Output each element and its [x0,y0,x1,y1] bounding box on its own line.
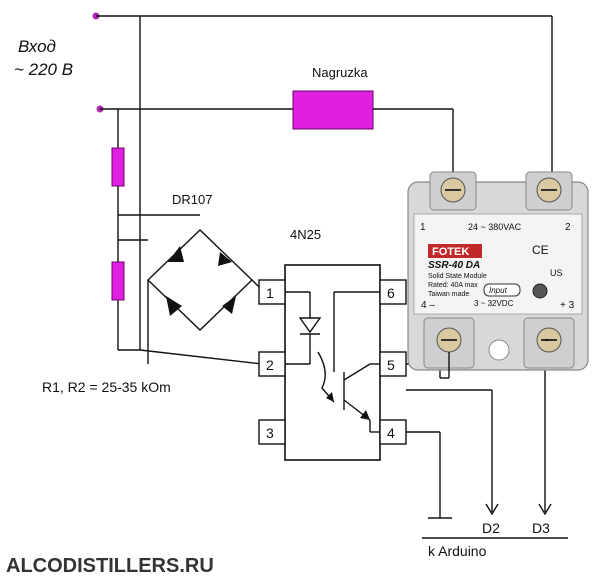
resistor-values-label: R1, R2 = 25-35 kOm [42,379,171,395]
site-watermark: ALCODISTILLERS.RU [6,555,214,577]
opto-pin-4-label: 4 [387,425,395,441]
transistor-arrow-icon [360,410,370,420]
resistor-r2 [111,261,125,301]
relay-model: SSR-40 DA [428,260,480,271]
relay-term3-label: + 3 [560,300,575,311]
diode-3-icon [166,296,182,316]
light-arrowhead [326,392,334,402]
relay-us-mark: US [550,268,563,278]
load-resistor [292,90,374,130]
d2-arrow-icon [485,503,499,516]
relay-input-label: Input [489,286,508,295]
optocoupler-body [284,264,381,461]
opto-pin-2 [258,351,286,377]
opto-pin-1-label: 1 [266,285,274,301]
opto-pin-6-label: 6 [387,285,395,301]
relay-ce-mark: CE [532,243,549,257]
relay-term4-label: 4 – [421,300,435,311]
resistor-r1 [111,147,125,187]
opto-pin-2-label: 2 [266,357,274,373]
diode-bridge [146,229,254,331]
relay-input-box [483,283,521,297]
input-label: Вход [18,37,56,56]
opto-pin-3 [258,419,286,445]
relay-ac-range: 24 ~ 380VAC [468,222,522,232]
diode-2-icon [218,252,232,266]
ssr-relay: 1 2 24 ~ 380VAC FOTEK SSR-40 DA Solid St… [407,171,589,371]
load-label: Nagruzka [312,65,368,80]
bridge-label: DR107 [172,192,212,207]
led-icon [298,317,322,334]
relay-line3: Taiwan made [428,291,469,298]
d3-arrow-icon [538,503,552,516]
relay-brand-bg [428,244,482,258]
opto-pin-3-label: 3 [266,425,274,441]
relay-line1: Solid State Module [428,273,487,280]
wire-bridge-pin2 [139,349,263,365]
relay-led-icon [532,283,548,299]
relay-term1-label: 1 [420,222,426,233]
relay-dc-range: 3 ~ 32VDC [474,299,514,308]
optocoupler-label: 4N25 [290,227,321,242]
arduino-label: k Arduino [428,543,487,559]
relay-mount-hole [488,339,510,361]
input-voltage-label: ~ 220 В [14,60,73,79]
opto-pin-6 [379,279,407,305]
light-arrow-icon [317,351,335,403]
relay-label-panel [413,213,583,315]
diode-1-icon [168,246,184,262]
d3-label: D3 [532,520,550,536]
transistor-collector [343,363,371,381]
diode-4-icon [222,296,236,314]
opto-pin-5-label: 5 [387,357,395,373]
relay-line2: Rated: 40A max [428,282,478,289]
d2-label: D2 [482,520,500,536]
relay-brand: FOTEK [432,246,469,258]
relay-term2-label: 2 [565,222,571,233]
